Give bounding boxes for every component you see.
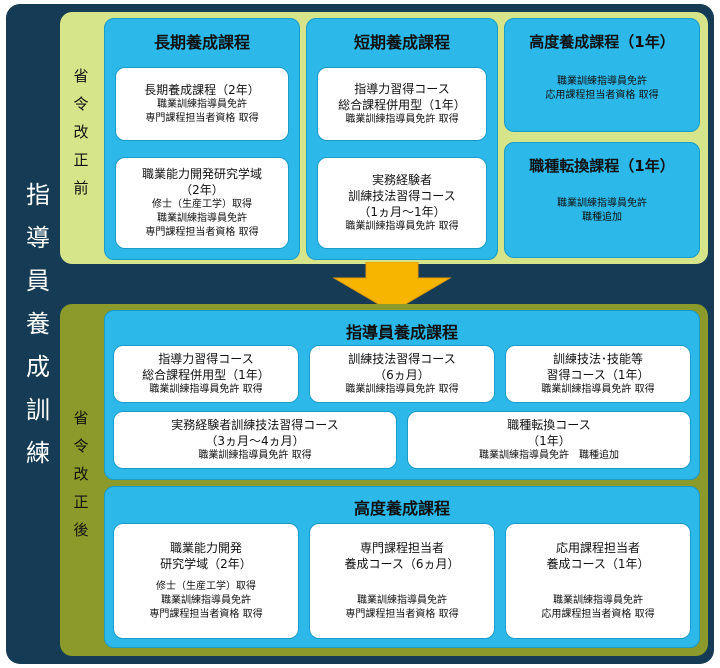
card-line: （3ヵ月～4ヵ月） — [205, 434, 305, 448]
card-line: 職業能力開発 — [169, 541, 242, 555]
card-line: 養成コース（6ヵ月） — [344, 557, 460, 571]
conversion-before-desc: 職業訓練指導員免許 — [557, 198, 647, 209]
label-char: 省 — [73, 67, 89, 85]
short-term-course-box: 短期養成課程 指導力習得コース 総合課程併用型（1年） 職業訓練指導員免許 取得… — [306, 18, 498, 260]
card-sub: 職業訓練指導員免許 — [157, 99, 247, 110]
side-title-char: 員 — [26, 267, 50, 295]
label-char: 改 — [73, 123, 89, 141]
before-revision-panel: 省 令 改 正 前 長期養成課程 長期養成課程（2年） 職業訓練指導員免許 専門… — [60, 12, 708, 264]
card-sub: 職業訓練指導員免許 取得 — [345, 114, 459, 125]
side-title-char: 導 — [26, 224, 50, 252]
side-title-char: 練 — [26, 439, 50, 467]
advanced-after-card-1: 職業能力開発 研究学域（2年） 修士（生産工学）取得 職業訓練指導員免許 専門課… — [113, 523, 299, 639]
instructor-card-4: 実務経験者訓練技法習得コース （3ヵ月～4ヵ月） 職業訓練指導員免許 取得 — [113, 411, 397, 469]
advanced-course-after-box: 高度養成課程 職業能力開発 研究学域（2年） 修士（生産工学）取得 職業訓練指導… — [104, 486, 700, 648]
side-title-char: 養 — [26, 310, 50, 338]
label-char: 後 — [73, 521, 89, 539]
label-char: 令 — [73, 95, 89, 113]
side-title-char: 成 — [26, 353, 50, 381]
card-sub: 修士（生産工学）取得 — [152, 199, 252, 210]
conversion-before-desc: 職種追加 — [582, 212, 622, 223]
card-line: 実務経験者訓練技法習得コース — [171, 418, 339, 432]
label-char: 改 — [73, 465, 89, 483]
instructor-card-5: 職種転換コース （1年） 職業訓練指導員免許 職種追加 — [407, 411, 691, 469]
short-term-card-1: 指導力習得コース 総合課程併用型（1年） 職業訓練指導員免許 取得 — [317, 67, 487, 141]
card-line: 実務経験者 — [371, 173, 432, 187]
label-char: 令 — [73, 437, 89, 455]
after-revision-panel: 省 令 改 正 後 指導員養成課程 指導力習得コース 総合課程併用型（1年） 職… — [60, 304, 708, 656]
card-sub: 職業訓練指導員免許 取得 — [198, 450, 312, 461]
advanced-course-before-box: 高度養成課程（1年） 職業訓練指導員免許 応用課程担当者資格 取得 — [504, 18, 700, 132]
label-char: 正 — [73, 493, 89, 511]
card-sub: 職業訓練指導員免許 職種追加 — [479, 450, 619, 461]
advanced-before-title: 高度養成課程（1年） — [529, 33, 675, 51]
card-sub: 修士（生産工学）取得 — [156, 581, 256, 592]
card-line: （1年） — [527, 434, 571, 448]
card-sub: 職業訓練指導員免許 取得 — [345, 384, 459, 395]
label-char: 前 — [73, 179, 89, 197]
advanced-before-desc: 職業訓練指導員免許 — [557, 76, 647, 87]
long-term-card-1: 長期養成課程（2年） 職業訓練指導員免許 専門課程担当者資格 取得 — [115, 67, 289, 141]
card-line: 専門課程担当者 — [359, 541, 444, 555]
card-line: （1ヵ月～1年） — [358, 205, 446, 219]
card-line: 訓練技法習得コース — [348, 189, 456, 203]
card-sub: 職業訓練指導員免許 — [357, 595, 447, 606]
card-line: 応用課程担当者 — [555, 541, 640, 555]
conversion-before-title: 職種転換課程（1年） — [529, 157, 675, 175]
instructor-card-1: 指導力習得コース 総合課程併用型（1年） 職業訓練指導員免許 取得 — [113, 345, 299, 403]
card-line: 習得コース（1年） — [546, 368, 650, 382]
card-sub: 応用課程担当者資格 取得 — [541, 609, 655, 620]
advanced-before-desc: 応用課程担当者資格 取得 — [545, 90, 659, 101]
short-term-title: 短期養成課程 — [353, 33, 450, 52]
after-label: 省 令 改 正 後 — [66, 404, 96, 544]
before-label: 省 令 改 正 前 — [66, 62, 96, 202]
card-sub: 専門課程担当者資格 取得 — [149, 609, 263, 620]
card-sub: 職業訓練指導員免許 — [553, 595, 643, 606]
card-line: 職業能力開発研究学域 — [141, 167, 262, 181]
card-sub: 専門課程担当者資格 取得 — [145, 227, 259, 238]
advanced-after-card-3: 応用課程担当者 養成コース（1年） 職業訓練指導員免許 応用課程担当者資格 取得 — [505, 523, 691, 639]
card-line: 総合課程併用型（1年） — [338, 98, 466, 112]
card-sub: 職業訓練指導員免許 取得 — [345, 221, 459, 232]
card-sub: 職業訓練指導員免許 取得 — [541, 384, 655, 395]
card-line: 研究学域（2年） — [160, 557, 252, 571]
instructor-card-2: 訓練技法習得コース （6ヵ月） 職業訓練指導員免許 取得 — [309, 345, 495, 403]
long-term-card-2: 職業能力開発研究学域 （2年） 修士（生産工学）取得 職業訓練指導員免許 専門課… — [115, 157, 289, 249]
card-line: 訓練技法習得コース — [348, 352, 456, 366]
advanced-after-card-2: 専門課程担当者 養成コース（6ヵ月） 職業訓練指導員免許 専門課程担当者資格 取… — [309, 523, 495, 639]
instructor-title: 指導員養成課程 — [345, 323, 458, 342]
card-sub: 職業訓練指導員免許 — [157, 213, 247, 224]
down-arrow-icon — [332, 262, 452, 312]
side-title: 指 導 員 養 成 訓 練 — [18, 174, 58, 475]
card-line: （6ヵ月） — [374, 368, 430, 382]
advanced-after-title: 高度養成課程 — [353, 499, 450, 518]
instructor-card-3: 訓練技法･技能等 習得コース（1年） 職業訓練指導員免許 取得 — [505, 345, 691, 403]
card-sub: 専門課程担当者資格 取得 — [345, 609, 459, 620]
card-line: （2年） — [180, 183, 224, 197]
card-sub: 職業訓練指導員免許 取得 — [149, 384, 263, 395]
card-sub: 職業訓練指導員免許 — [161, 595, 251, 606]
label-char: 省 — [73, 409, 89, 427]
card-line: 訓練技法･技能等 — [552, 352, 643, 366]
card-line: 総合課程併用型（1年） — [142, 368, 270, 382]
long-term-course-box: 長期養成課程 長期養成課程（2年） 職業訓練指導員免許 専門課程担当者資格 取得… — [104, 18, 300, 260]
card-line: 職種転換コース — [507, 418, 591, 432]
short-term-card-2: 実務経験者 訓練技法習得コース （1ヵ月～1年） 職業訓練指導員免許 取得 — [317, 157, 487, 249]
card-line: 長期養成課程（2年） — [144, 83, 260, 97]
side-title-char: 指 — [26, 181, 50, 209]
card-line: 指導力習得コース — [354, 82, 450, 96]
label-char: 正 — [73, 151, 89, 169]
long-term-title: 長期養成課程 — [153, 33, 250, 52]
card-line: 養成コース（1年） — [546, 557, 650, 571]
card-line: 指導力習得コース — [158, 352, 254, 366]
conversion-course-before-box: 職種転換課程（1年） 職業訓練指導員免許 職種追加 — [504, 142, 700, 258]
side-title-char: 訓 — [26, 396, 50, 424]
card-sub: 専門課程担当者資格 取得 — [145, 113, 259, 124]
instructor-course-box: 指導員養成課程 指導力習得コース 総合課程併用型（1年） 職業訓練指導員免許 取… — [104, 310, 700, 480]
